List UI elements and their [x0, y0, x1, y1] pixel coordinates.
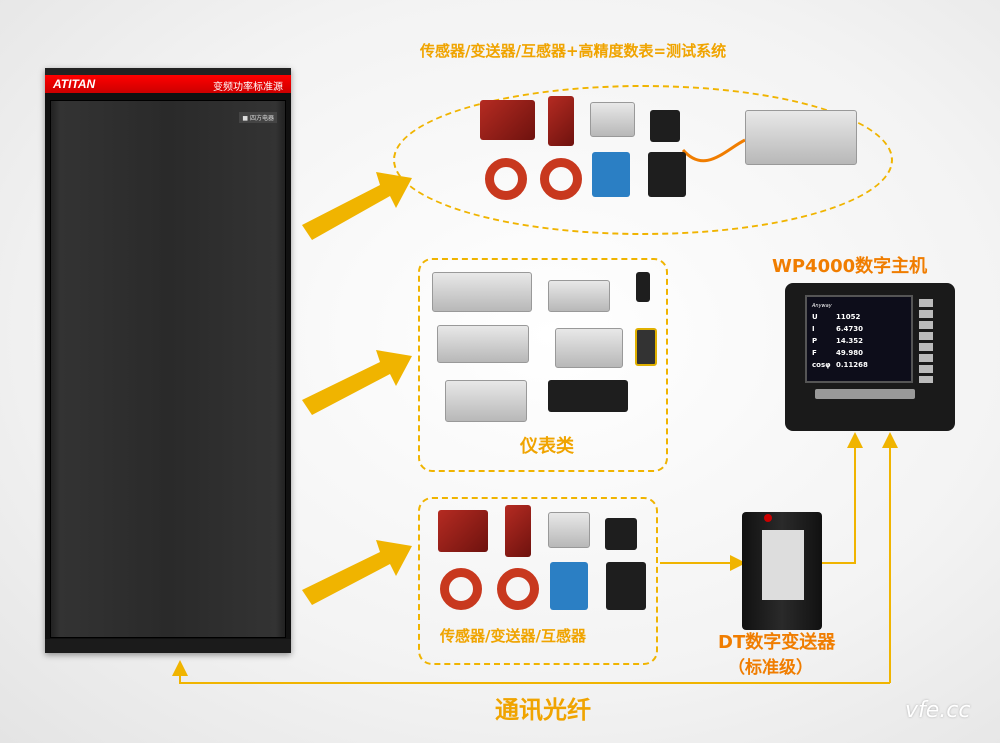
row-key: U	[812, 313, 818, 321]
dt-sublabel: （标准级）	[728, 658, 813, 678]
watermark: vfe.cc	[905, 698, 971, 723]
arrow-middle	[302, 350, 412, 415]
power-source-cabinet: ATITAN 变频功率标准源 ■ 四方电器	[45, 68, 291, 653]
row-key: cosφ	[812, 361, 831, 369]
row-value: 49.980	[836, 349, 864, 357]
meters-label: 仪表类	[520, 436, 574, 457]
clamp-meter	[636, 272, 650, 302]
meters-group	[418, 258, 668, 472]
transmitter-device	[605, 518, 637, 550]
screen-brand: Anyway	[812, 303, 832, 309]
screen-row: I 6.4730	[812, 325, 906, 333]
sensor-device	[548, 512, 590, 548]
transmitter-device	[650, 110, 680, 142]
screen-row: P 14.352	[812, 337, 906, 345]
dt-transmitter	[742, 512, 822, 630]
row-value: 14.352	[836, 337, 864, 345]
fiber-line	[172, 660, 890, 684]
row-key: P	[812, 337, 818, 345]
transformer-device	[480, 100, 535, 140]
power-quality-analyzer	[548, 280, 610, 312]
power-meter-large	[445, 380, 527, 422]
dt-label-plate	[762, 530, 804, 600]
sensors-group	[418, 497, 658, 665]
power-meter	[437, 325, 529, 363]
current-transformer-ring	[485, 158, 527, 200]
arrow-top	[302, 172, 412, 240]
power-analyzer	[745, 110, 857, 165]
row-value: 6.4730	[836, 325, 864, 333]
line-dt-to-wp	[822, 432, 863, 564]
bench-multimeter	[432, 272, 532, 312]
arrow-bottom	[302, 540, 412, 605]
wp4000-side-buttons	[919, 299, 933, 383]
cabinet-door	[50, 100, 286, 638]
data-logger	[548, 380, 628, 412]
cabinet-brand: ■ 四方电器	[239, 112, 277, 123]
red-terminal	[764, 514, 772, 522]
wp4000-label: WP4000数字主机	[772, 256, 928, 277]
insulator-transformer	[505, 505, 531, 557]
row-key: I	[812, 325, 815, 333]
wp4000-bottom-buttons	[815, 389, 915, 399]
screen-row: cosφ 0.11268	[812, 361, 906, 369]
cabinet-header: ATITAN 变频功率标准源	[45, 75, 291, 93]
title-top: 传感器/变送器/互感器+高精度数表=测试系统	[420, 42, 727, 60]
sensors-label: 传感器/变送器/互感器	[440, 627, 586, 645]
current-transformer-ring	[540, 158, 582, 200]
test-system-group	[393, 85, 893, 235]
digital-meter	[555, 328, 623, 368]
hall-sensor	[550, 562, 588, 610]
transformer-device	[438, 510, 488, 552]
dt-label: DT数字变送器	[718, 632, 836, 653]
row-value: 0.11268	[836, 361, 868, 369]
screen-row: F 49.980	[812, 349, 906, 357]
sensor-device	[590, 102, 635, 137]
current-transformer-ring	[440, 568, 482, 610]
current-transformer-ring	[497, 568, 539, 610]
cabinet-subtitle: 变频功率标准源	[213, 82, 283, 93]
cabinet-base	[45, 639, 291, 653]
screen-row: U 11052	[812, 313, 906, 321]
row-value: 11052	[836, 313, 861, 321]
handheld-multimeter	[635, 328, 657, 366]
transmitter-device	[606, 562, 646, 610]
insulator-transformer	[548, 96, 574, 146]
cabinet-top	[45, 68, 291, 75]
cabinet-logo: ATITAN	[53, 77, 96, 91]
transmitter-device	[648, 152, 686, 197]
fiber-label: 通讯光纤	[495, 696, 591, 724]
hall-sensor	[592, 152, 630, 197]
row-key: F	[812, 349, 817, 357]
